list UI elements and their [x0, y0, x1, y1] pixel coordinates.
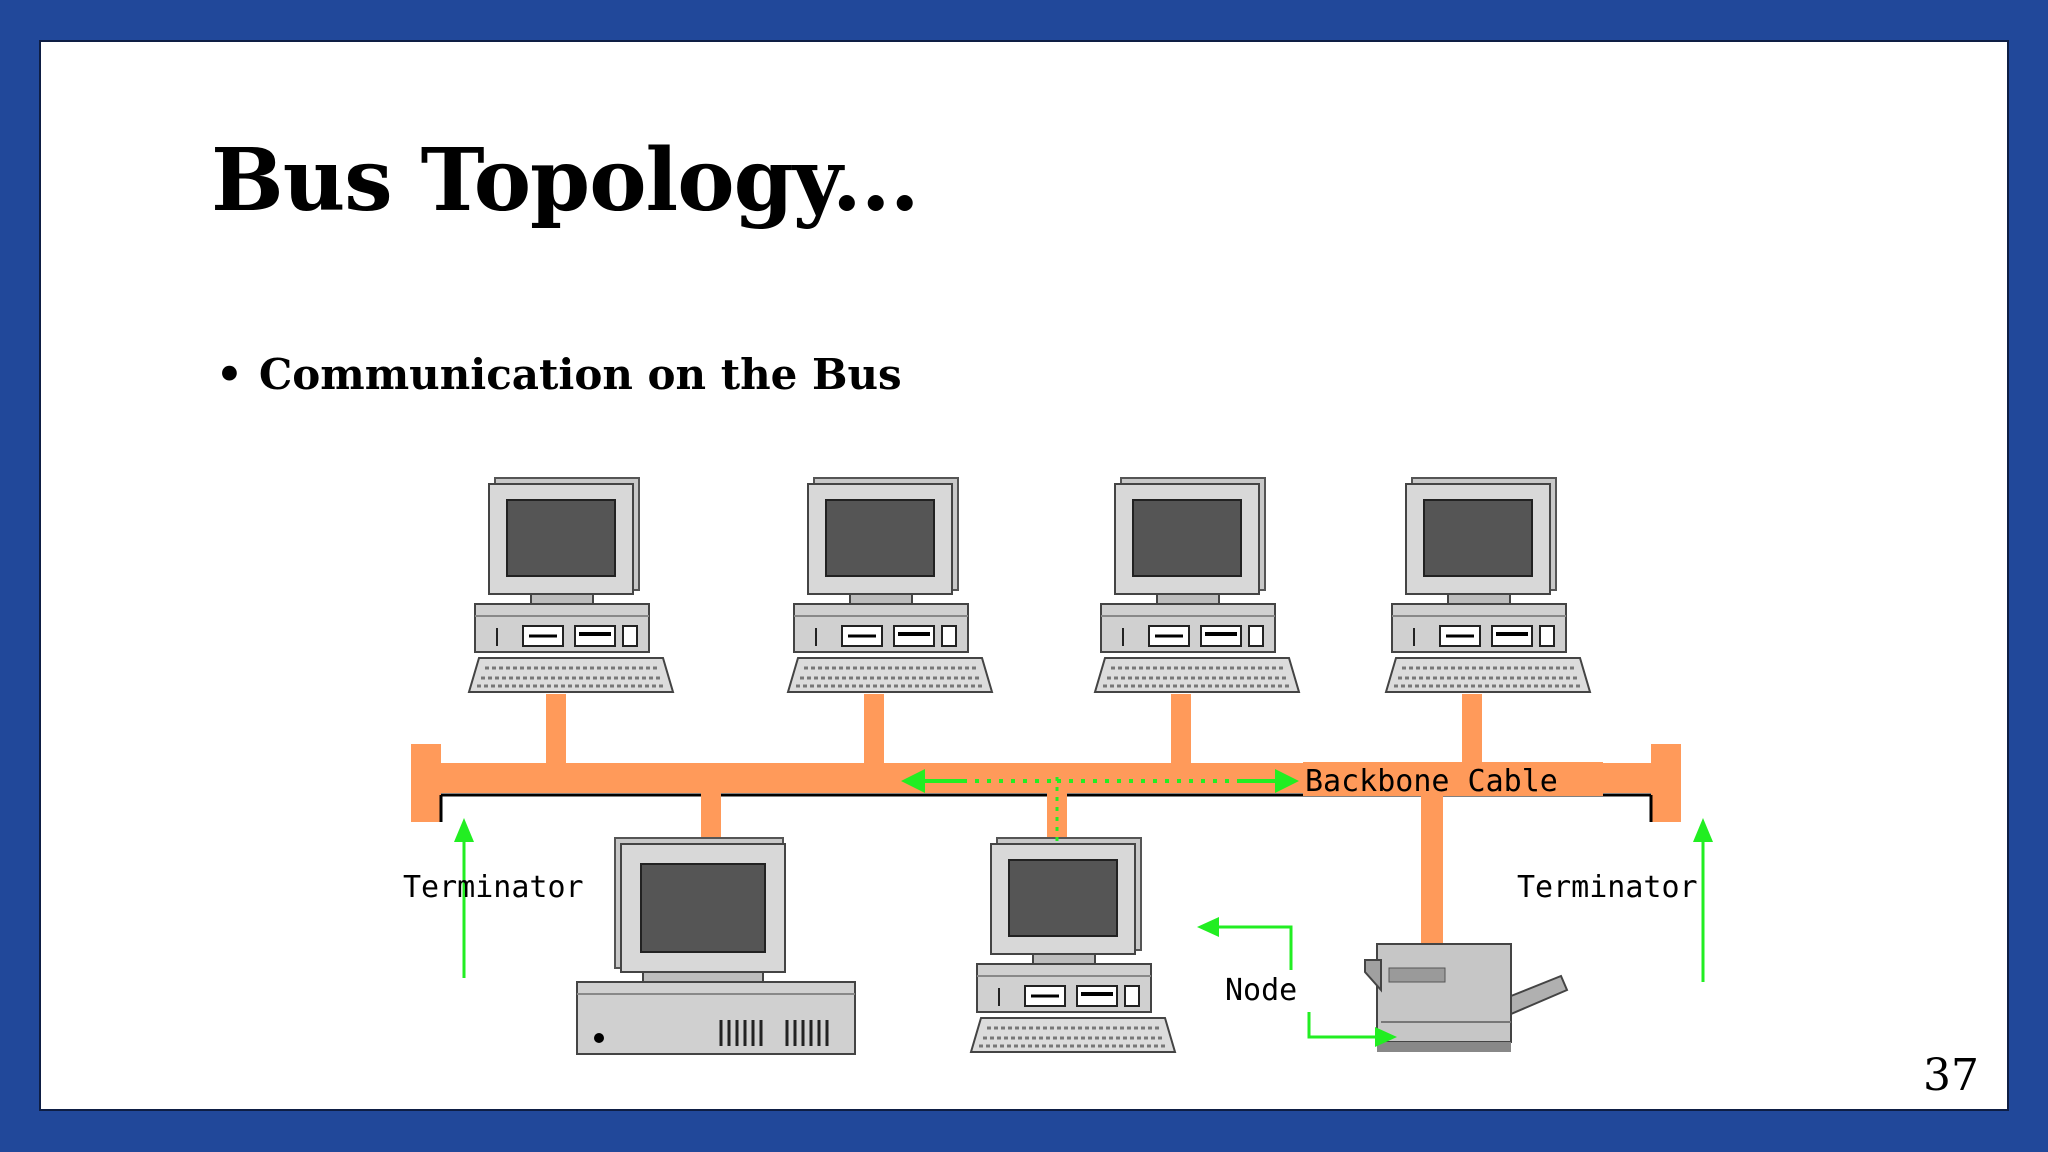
- desktop-computer: [576, 837, 856, 1055]
- bus-topology-diagram: Backbone Cable Terminator Terminator Nod…: [403, 476, 1713, 1055]
- workstation-node: [969, 836, 1177, 1054]
- workstation-top-1: [467, 476, 675, 694]
- backbone-cable-label: Backbone Cable: [1305, 764, 1558, 799]
- slide-title: Bus Topology...: [211, 130, 920, 231]
- node-label: Node: [1225, 973, 1297, 1008]
- terminator-right-label: Terminator: [1517, 870, 1698, 905]
- workstation-top-2: [786, 476, 994, 694]
- page-number: 37: [1923, 1050, 1979, 1101]
- slide: Bus Topology... •Communication on the Bu…: [39, 40, 2009, 1111]
- workstation-top-4: [1384, 476, 1592, 694]
- terminator-right: [1651, 744, 1681, 822]
- printer: [1364, 943, 1569, 1052]
- bullet-text: Communication on the Bus: [258, 350, 902, 399]
- workstation-top-3: [1093, 476, 1301, 694]
- terminator-left-label: Terminator: [403, 870, 584, 905]
- bullet-item: •Communication on the Bus: [216, 354, 902, 396]
- bullet-dot: •: [216, 350, 243, 399]
- terminator-left: [411, 744, 441, 822]
